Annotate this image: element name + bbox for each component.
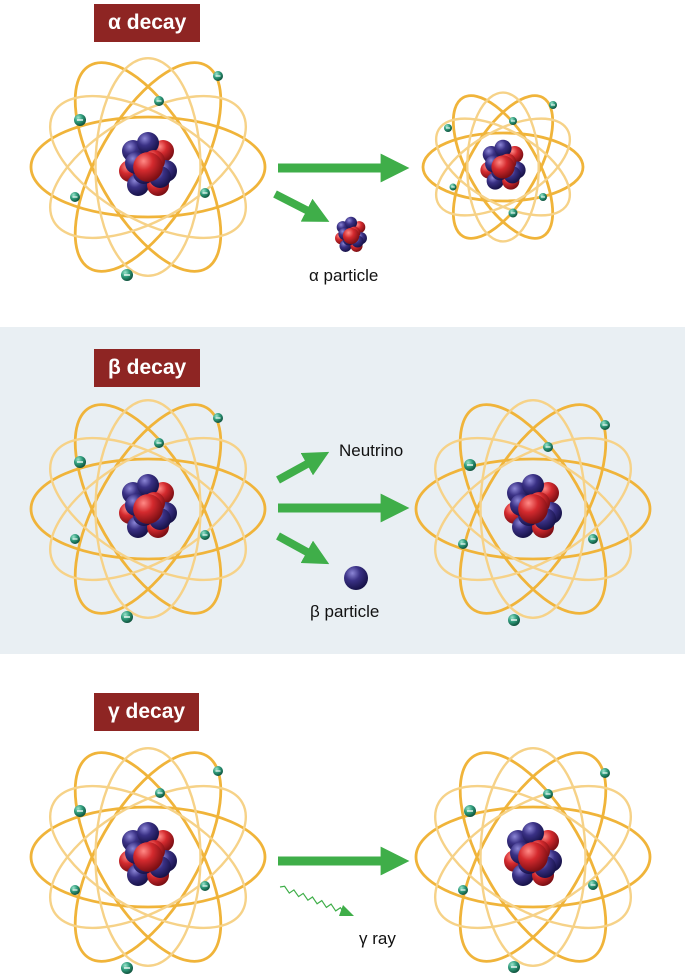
beta-particle-arrow (276, 532, 330, 565)
orbit-path (434, 117, 572, 217)
parent-atom-alpha (29, 56, 267, 281)
gamma-ray-wave (279, 885, 346, 915)
orbit-path (48, 784, 248, 930)
orbit-path (466, 91, 540, 243)
orbit-path (73, 403, 223, 615)
proton (518, 494, 548, 524)
orbit-path (94, 56, 202, 278)
orbit-path (421, 131, 585, 203)
proton (133, 152, 163, 182)
orbit-path (73, 61, 223, 273)
parent-atom-beta-nucleus (119, 474, 177, 538)
orbit-path (29, 115, 267, 219)
orbit-path (73, 61, 223, 273)
alpha-particle-arrow (273, 190, 330, 222)
orbit-path (73, 751, 223, 963)
proton (133, 842, 163, 872)
proton (518, 842, 548, 872)
gamma-ray-arrowhead (339, 905, 354, 916)
orbit-path (458, 403, 608, 615)
orbit-path (29, 457, 267, 561)
orbit-path (451, 94, 555, 240)
orbit-path (433, 436, 633, 582)
parent-atom-alpha-nucleus (119, 132, 177, 196)
proton (491, 155, 515, 179)
orbit-path (29, 805, 267, 909)
gamma-decay-title: γ decay (94, 693, 200, 731)
orbit-path (48, 784, 248, 930)
beta-particle (344, 566, 368, 590)
orbit-path (479, 746, 587, 968)
orbit-path (48, 94, 248, 240)
daughter-atom-beta (414, 398, 652, 626)
orbit-path (434, 117, 572, 217)
neutron (344, 216, 358, 229)
orbit-path (73, 403, 223, 615)
parent-atom-beta (29, 398, 267, 623)
parent-atom-gamma (29, 746, 267, 974)
orbit-path (48, 94, 248, 240)
alpha-particle (335, 216, 367, 252)
orbit-path (451, 94, 555, 240)
proton (133, 494, 163, 524)
neutron (494, 139, 512, 157)
orbit-path (48, 436, 248, 582)
neutron (137, 474, 159, 496)
neutron (137, 822, 159, 844)
orbit-path (433, 784, 633, 930)
orbit-path (73, 751, 223, 963)
orbit-path (48, 436, 248, 582)
daughter-atom-alpha (421, 91, 585, 243)
beta-decay-title: β decay (94, 349, 201, 387)
orbit-path (414, 457, 652, 561)
orbit-path (433, 784, 633, 930)
orbit-path (94, 398, 202, 620)
proton (342, 227, 360, 245)
neutron (522, 474, 544, 496)
alpha-decay-title: α decay (94, 4, 201, 42)
neutrino-arrow (276, 451, 330, 484)
alpha-particle-label: α particle (309, 266, 379, 285)
beta-particle-label: β particle (310, 602, 380, 621)
orbit-path (458, 751, 608, 963)
orbit-path (433, 436, 633, 582)
gamma-ray-label: γ ray (359, 929, 396, 948)
daughter-atom-alpha-nucleus (480, 139, 526, 190)
orbit-path (414, 805, 652, 909)
orbit-path (458, 751, 608, 963)
daughter-atom-gamma (414, 746, 652, 973)
neutrino-label: Neutrino (339, 441, 404, 460)
orbit-path (458, 403, 608, 615)
parent-atom-gamma-nucleus (119, 822, 177, 886)
daughter-atom-beta-nucleus (504, 474, 562, 538)
neutron (137, 132, 159, 154)
neutron (522, 822, 544, 844)
orbit-path (479, 398, 587, 620)
orbit-path (94, 746, 202, 968)
daughter-atom-gamma-nucleus (504, 822, 562, 886)
